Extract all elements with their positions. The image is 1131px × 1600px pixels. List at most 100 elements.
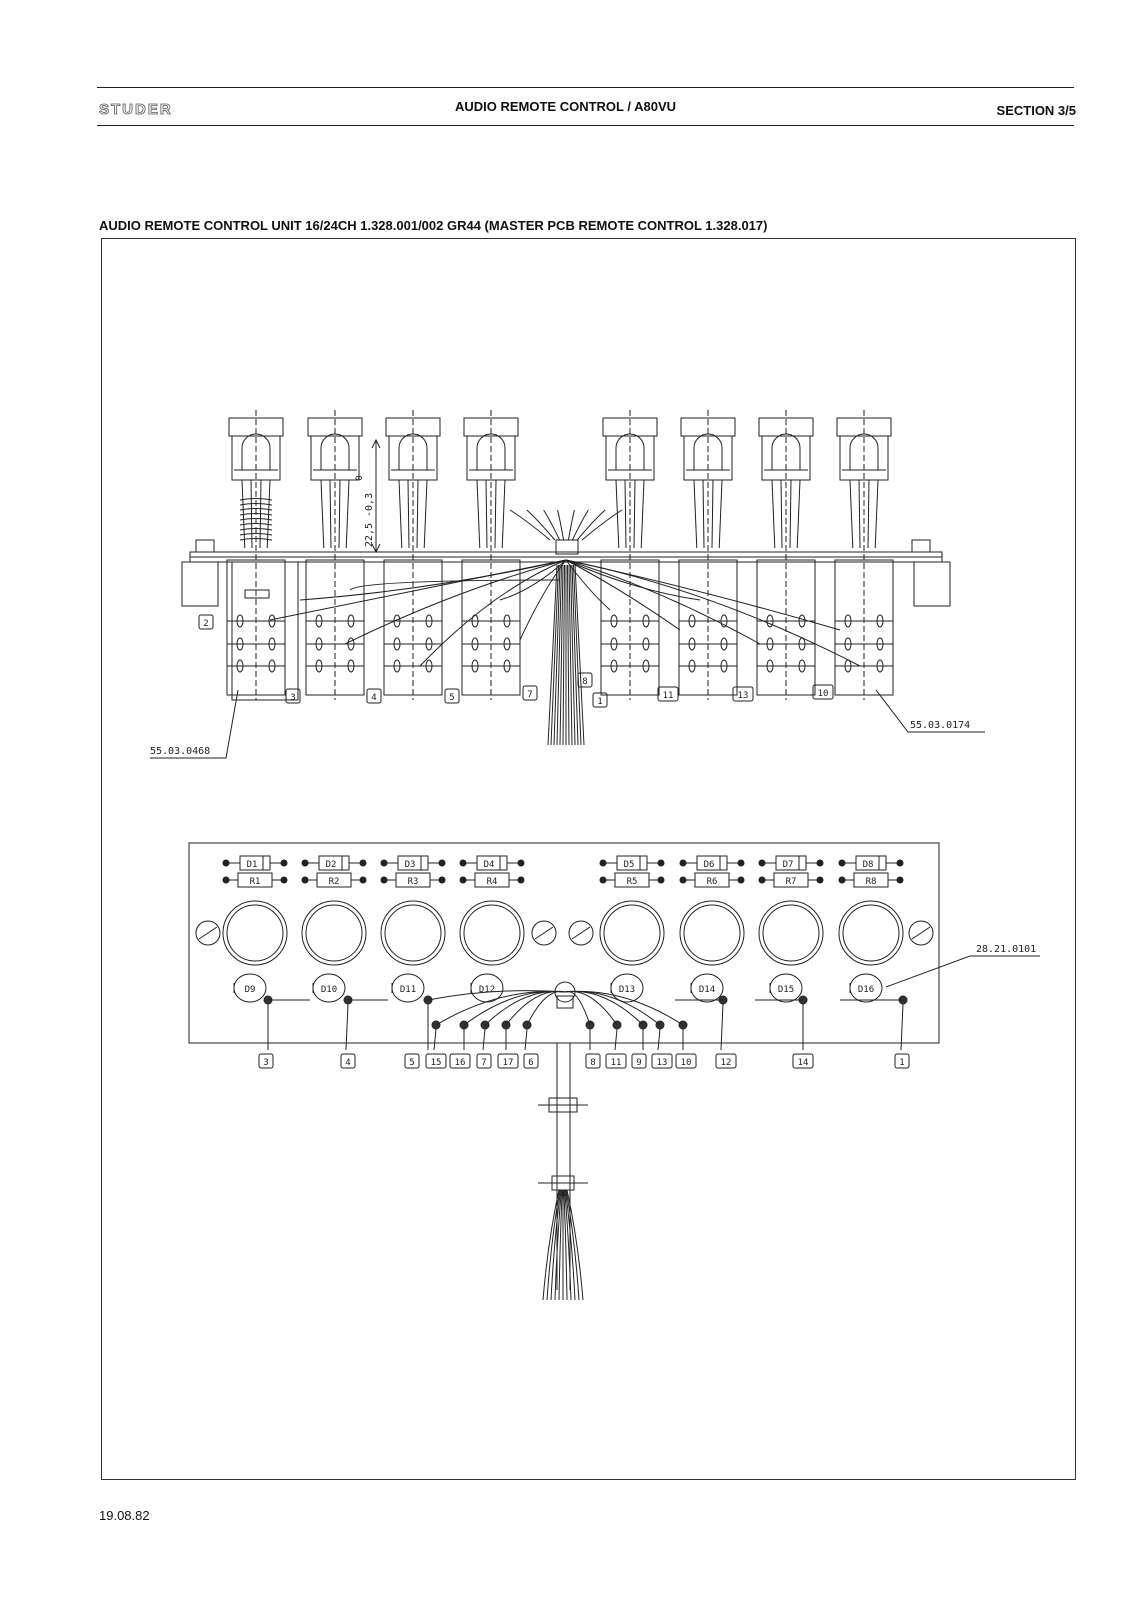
side-led-6-comp-a1 bbox=[688, 637, 696, 651]
pin-label-4: 4 bbox=[345, 1058, 350, 1068]
pin-wire-11 bbox=[564, 990, 661, 1026]
side-led-3-comp-b1 bbox=[425, 637, 433, 651]
channel-8-res-box bbox=[853, 872, 889, 888]
down-wire-5 bbox=[562, 564, 565, 746]
side-led-7-slot bbox=[756, 559, 816, 696]
side-led-7-dome bbox=[771, 433, 801, 470]
side-led-1-comp-a2 bbox=[236, 659, 244, 673]
dimension-tolerance: 0 bbox=[355, 475, 365, 480]
resistor-label-R1: R1 bbox=[250, 877, 261, 887]
side-wire-label-1: 1 bbox=[597, 697, 602, 707]
header-top-rule bbox=[97, 87, 1074, 88]
pin-wire-5 bbox=[484, 990, 566, 1026]
side-wire-label-13: 13 bbox=[738, 691, 749, 701]
side-led-6-comp-b2 bbox=[720, 659, 728, 673]
side-led-6-comp-a2 bbox=[688, 659, 696, 673]
coil-spring-3 bbox=[239, 513, 273, 516]
channel-3-res-box bbox=[395, 872, 431, 888]
side-led-4-lead-0 bbox=[476, 479, 481, 549]
channel-1-button-outer bbox=[222, 900, 288, 966]
pin-label-9: 9 bbox=[636, 1058, 641, 1068]
side-wire-label-5-box bbox=[444, 688, 460, 704]
leader-left bbox=[150, 689, 239, 759]
panel-screw-2 bbox=[568, 920, 594, 946]
pin-leader-9 bbox=[614, 1028, 618, 1051]
diode-label-D4: D4 bbox=[484, 860, 495, 870]
side-led-3-body bbox=[388, 436, 438, 481]
led-label-D11: D11 bbox=[400, 985, 416, 995]
channel-3-button-outer bbox=[380, 900, 446, 966]
pin-label-3-box bbox=[258, 1053, 274, 1069]
pin-label-1: 1 bbox=[899, 1058, 904, 1068]
side-led-1-body bbox=[231, 436, 281, 481]
side-led-7-comp-b0 bbox=[798, 614, 806, 628]
channel-6-diode-pad-b bbox=[737, 859, 745, 867]
bracket-right bbox=[913, 561, 951, 607]
side-led-6-comp-a0 bbox=[688, 614, 696, 628]
pin-label-16-box bbox=[449, 1053, 471, 1069]
leader-led bbox=[885, 955, 1040, 988]
side-led-4-comp-a1 bbox=[471, 637, 479, 651]
top-wire-2 bbox=[543, 509, 561, 541]
channel-4-res-box bbox=[474, 872, 510, 888]
part-label-left: 55.03.0468 bbox=[150, 746, 210, 757]
side-led-2-body bbox=[310, 436, 360, 481]
side-led-1-comp-a0 bbox=[236, 614, 244, 628]
side-led-8-cap bbox=[836, 417, 892, 437]
cable-fan-wire-3 bbox=[554, 1189, 562, 1301]
channel-4-res-pad-b bbox=[517, 876, 525, 884]
channel-5-button-outer bbox=[599, 900, 665, 966]
side-led-2-comp-a1 bbox=[315, 637, 323, 651]
channel-5-res-pad-a bbox=[599, 876, 607, 884]
channel-8-diode-pad-a bbox=[838, 859, 846, 867]
pin-label-1-box bbox=[894, 1053, 910, 1069]
side-wire-label-3-box bbox=[285, 688, 301, 704]
channel-7-res-pad-b bbox=[816, 876, 824, 884]
pin-leader-15 bbox=[900, 1003, 904, 1051]
side-led-3-comp-a1 bbox=[393, 637, 401, 651]
channel-3-diode-pad-b bbox=[438, 859, 446, 867]
diode-label-D2: D2 bbox=[326, 860, 337, 870]
cable-fan-wire-1 bbox=[546, 1189, 561, 1301]
side-led-5-lead-2 bbox=[633, 479, 636, 549]
pin-label-12: 12 bbox=[721, 1058, 732, 1068]
side-led-2-lead-1 bbox=[329, 479, 332, 549]
side-led-8-lead-0 bbox=[849, 479, 854, 549]
side-led-7-comp-b2 bbox=[798, 659, 806, 673]
side-led-2-dome bbox=[320, 433, 350, 470]
side-led-8-slot bbox=[834, 559, 894, 696]
resistor-label-R5: R5 bbox=[627, 877, 638, 887]
channel-5-button-inner bbox=[603, 904, 661, 962]
led-label-D10: D10 bbox=[321, 985, 337, 995]
panel-screw-3 bbox=[908, 920, 934, 946]
pin-label-8: 8 bbox=[590, 1058, 595, 1068]
panel-screw-slot-2 bbox=[571, 926, 591, 940]
pin-leader-5 bbox=[482, 1028, 486, 1051]
document-title: AUDIO REMOTE CONTROL / A80VU bbox=[454, 99, 677, 114]
side-led-8-comp-b1 bbox=[876, 637, 884, 651]
harness-wire-10 bbox=[299, 559, 567, 601]
side-led-3-lead-0 bbox=[398, 479, 403, 549]
side-led-5-lead-1 bbox=[624, 479, 627, 549]
cable-harness bbox=[538, 1043, 588, 1301]
channel-7-button-inner bbox=[762, 904, 820, 962]
side-wire-label-8-box bbox=[577, 672, 593, 688]
cable-fan-wire-7 bbox=[564, 1189, 572, 1301]
down-wire-9 bbox=[570, 564, 576, 746]
side-led-8-comp-a0 bbox=[844, 614, 852, 628]
pin-leader-3 bbox=[433, 1028, 437, 1051]
harness-wire-1 bbox=[344, 559, 567, 645]
channel-6-res-pad-a bbox=[679, 876, 687, 884]
down-wire-1 bbox=[550, 564, 559, 746]
channel-8-button-outer bbox=[838, 900, 904, 966]
pin-label-14: 14 bbox=[798, 1058, 809, 1068]
channel-2-res-pad-a bbox=[301, 876, 309, 884]
side-led-5-cap bbox=[602, 417, 658, 437]
cable-fan-wire-0 bbox=[542, 1189, 560, 1301]
channel-7-diode-pad-b bbox=[816, 859, 824, 867]
side-led-1-comp-a1 bbox=[236, 637, 244, 651]
side-led-8-lead-2 bbox=[867, 479, 870, 549]
side-led-6-comp-b1 bbox=[720, 637, 728, 651]
connector-block bbox=[555, 539, 579, 555]
pin-leader-7 bbox=[524, 1028, 528, 1051]
